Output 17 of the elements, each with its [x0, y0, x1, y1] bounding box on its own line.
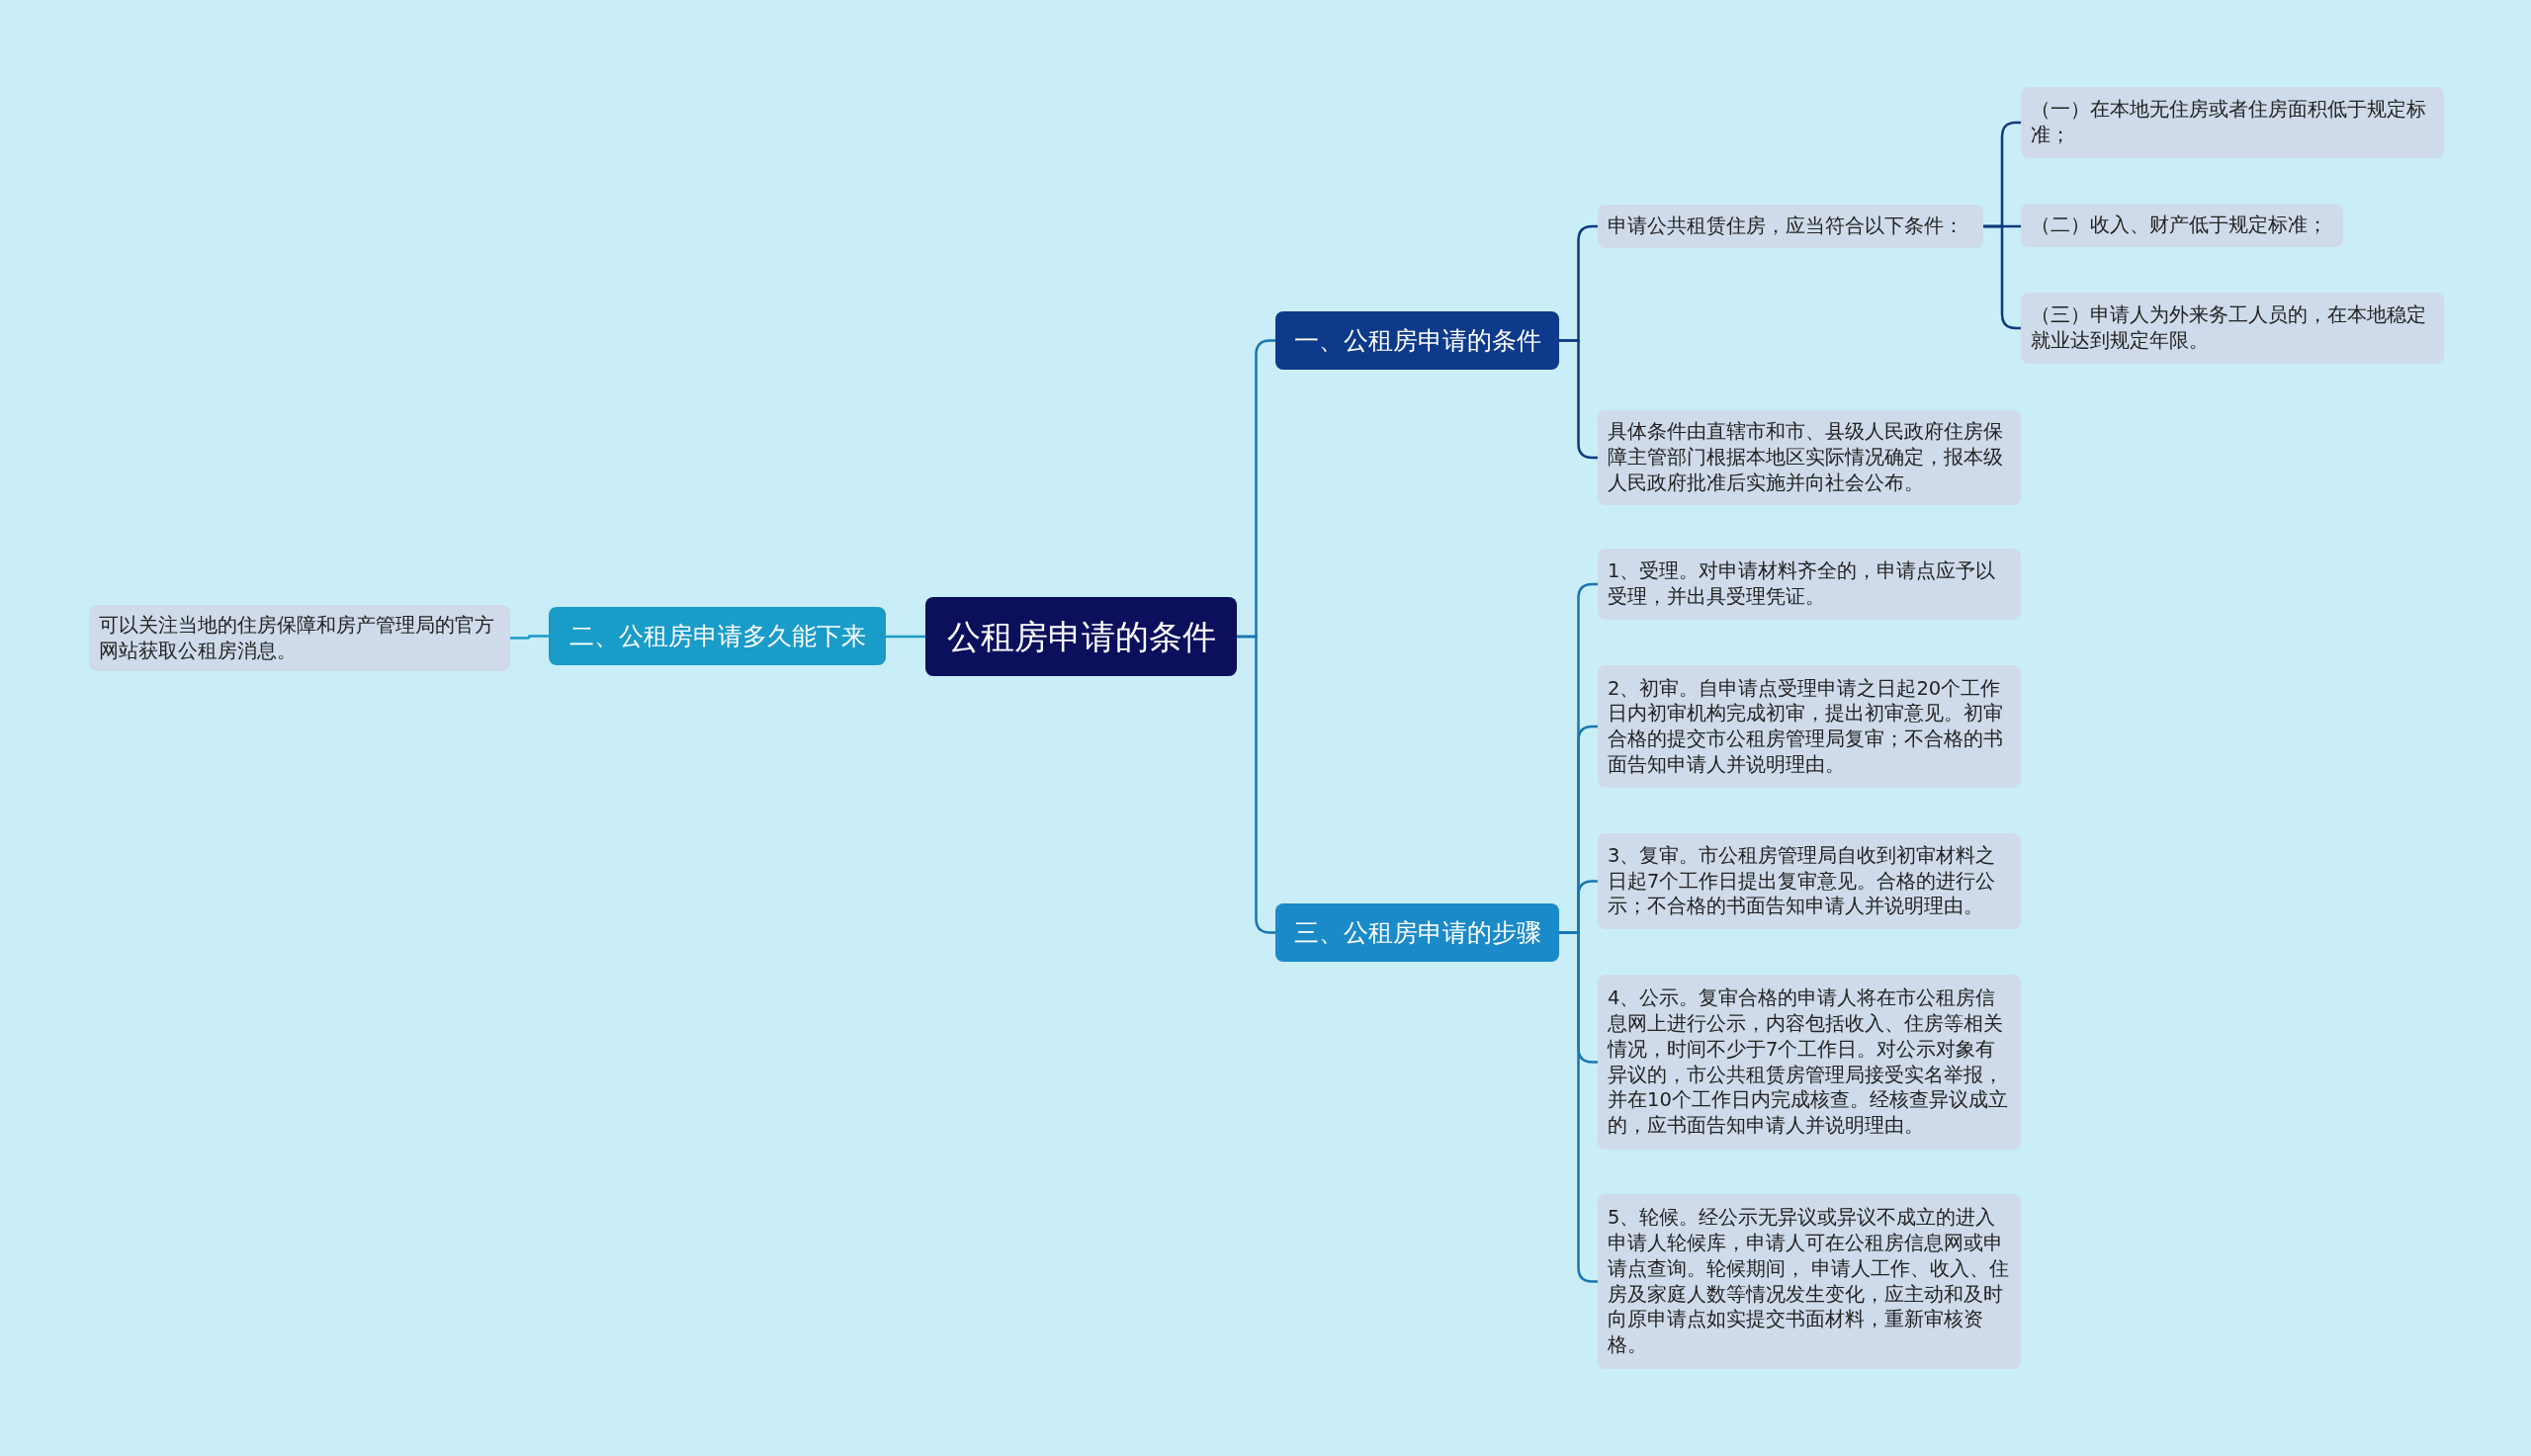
branch-topic: 三、公租房申请的步骤: [1275, 903, 1559, 962]
leaf-topic: 2、初审。自申请点受理申请之日起20个工作日内初审机构完成初审，提出初审意见。初审合格的提交市公租房管理局复审；不合格的书面告知申请人并说明理由。: [1598, 665, 2021, 788]
leaf-topic: （一）在本地无住房或者住房面积低于规定标准；: [2021, 87, 2444, 158]
branch-topic: 一、公租房申请的条件: [1275, 311, 1559, 370]
leaf-topic: 可以关注当地的住房保障和房产管理局的官方网站获取公租房消息。: [89, 605, 510, 671]
leaf-topic: 4、公示。复审合格的申请人将在市公租房信息网上进行公示，内容包括收入、住房等相关情况，时间不少于7个工作日。对公示对象有异议的，市公共租赁房管理局接受实名举报，并在10个工作日内完成核查。经核查异议成立的，应书面告知申请人并说明理由。: [1598, 975, 2021, 1150]
leaf-topic: （二）收入、财产低于规定标准；: [2021, 204, 2343, 247]
connector-line: [886, 635, 925, 639]
central-topic: 公租房申请的条件: [925, 597, 1237, 676]
leaf-topic: 5、轮候。经公示无异议或异议不成立的进入申请人轮候库，申请人可在公租房信息网或申请点查询。轮候期间， 申请人工作、收入、住房及家庭人数等情况发生变化，应主动和及时向原申请点如实提交书面材料，重新审核资格。: [1598, 1194, 2021, 1369]
connector-line: [510, 635, 549, 640]
leaf-topic: 1、受理。对申请材料齐全的，申请点应予以受理，并出具受理凭证。: [1598, 549, 2021, 620]
leaf-topic: （三）申请人为外来务工人员的，在本地稳定就业达到规定年限。: [2021, 293, 2444, 364]
leaf-topic: 具体条件由直辖市和市、县级人民政府住房保障主管部门根据本地区实际情况确定，报本级人民政府批准后实施并向社会公布。: [1598, 410, 2021, 505]
branch-topic: 二、公租房申请多久能下来: [549, 607, 886, 665]
leaf-topic: 3、复审。市公租房管理局自收到初审材料之日起7个工作日提出复审意见。合格的进行公示；不合格的书面告知申请人并说明理由。: [1598, 833, 2021, 929]
leaf-topic: 申请公共租赁住房，应当符合以下条件：: [1598, 205, 1983, 248]
